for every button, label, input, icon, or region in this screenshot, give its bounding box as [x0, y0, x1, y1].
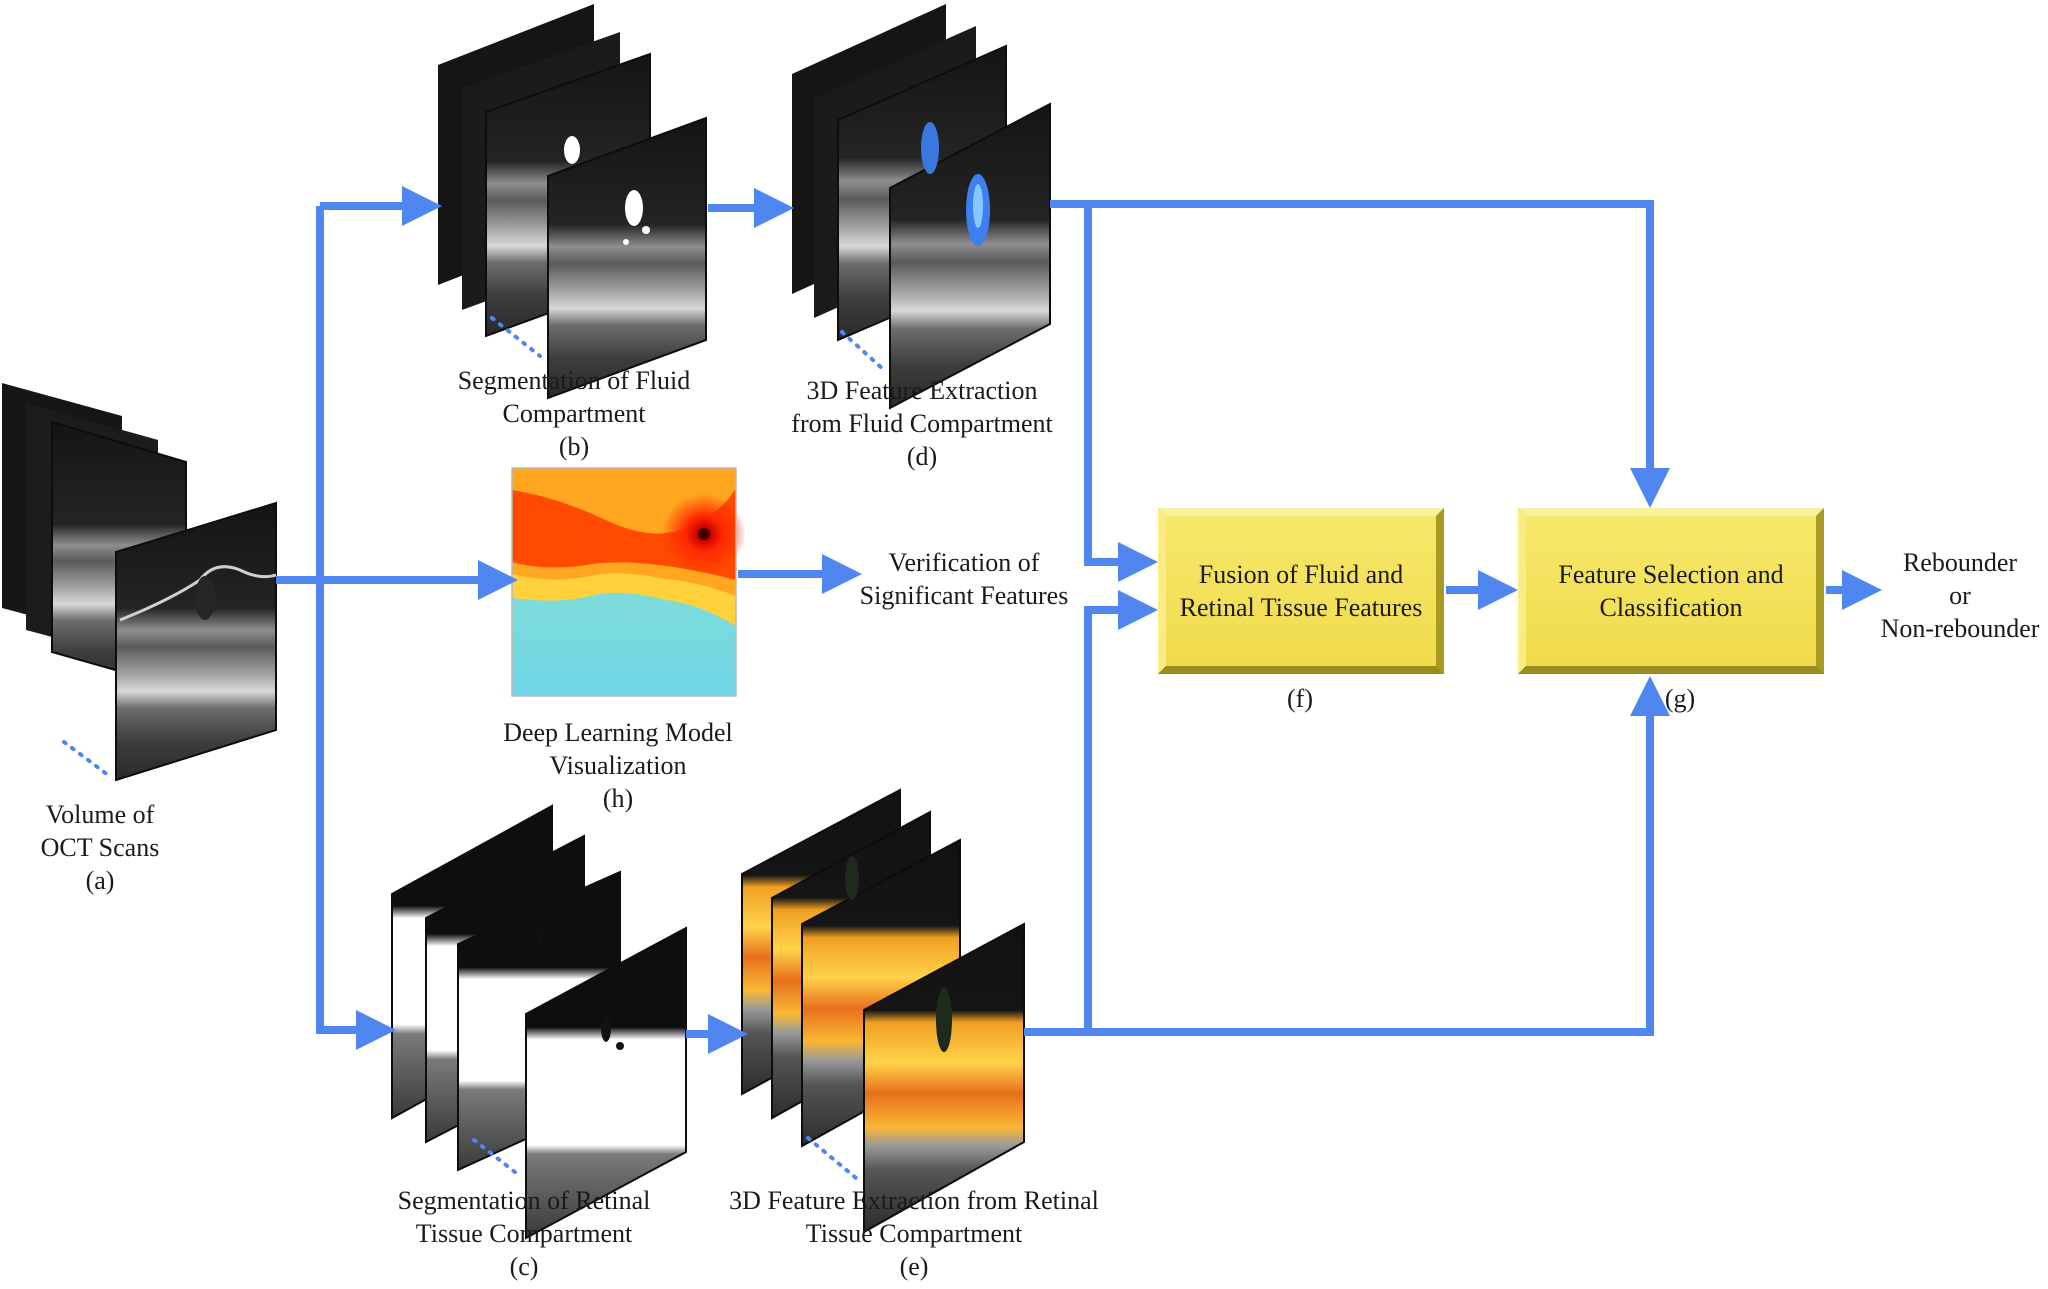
label-d-line1: 3D Feature Extraction — [806, 376, 1038, 405]
label-a-line1: Volume of — [45, 800, 155, 829]
oct-scan-stack-icon — [391, 804, 687, 1240]
label-g-tag: (g) — [1664, 684, 1696, 713]
fusion-box-label: Fusion of Fluid and Retinal Tissue Featu… — [1166, 516, 1436, 666]
label-a-line2: OCT Scans — [40, 833, 160, 862]
label-b-line2: Compartment — [502, 399, 646, 428]
label-e-tag: (e) — [899, 1252, 929, 1281]
label-e-line2: Tissue Compartment — [805, 1219, 1023, 1248]
oct-scan-stack-icon — [792, 4, 1051, 410]
output-label: Rebounder or Non-rebounder — [1881, 546, 2040, 645]
label-a: Volume of OCT Scans (a) — [41, 798, 160, 897]
label-f-tag: (f) — [1287, 684, 1313, 713]
label-b-tag: (b) — [558, 432, 590, 461]
label-c-tag: (c) — [509, 1252, 539, 1281]
output-line3: Non-rebounder — [1880, 614, 2040, 643]
label-c-line1: Segmentation of Retinal — [397, 1186, 651, 1215]
oct-scan-stack-icon — [438, 4, 707, 400]
oct-scan-stack-icon — [2, 383, 277, 782]
label-verify-line2: Significant Features — [859, 581, 1069, 610]
label-d: 3D Feature Extraction from Fluid Compart… — [791, 374, 1052, 473]
label-c: Segmentation of Retinal Tissue Compartme… — [398, 1184, 651, 1283]
label-verify: Verification of Significant Features — [860, 546, 1069, 612]
label-b: Segmentation of Fluid Compartment (b) — [458, 364, 691, 463]
label-b-line1: Segmentation of Fluid — [457, 366, 691, 395]
label-c-line2: Tissue Compartment — [415, 1219, 633, 1248]
label-h-tag: (h) — [602, 784, 634, 813]
fusion-box — [1158, 508, 1444, 674]
label-d-tag: (d) — [906, 442, 938, 471]
label-verify-line1: Verification of — [888, 548, 1040, 577]
label-h-line1: Deep Learning Model — [503, 718, 733, 747]
classification-box-line1: Feature Selection and — [1558, 560, 1784, 589]
fusion-box-line2: Retinal Tissue Features — [1179, 593, 1423, 622]
classification-box-line2: Classification — [1599, 593, 1743, 622]
output-line1: Rebounder — [1902, 548, 2018, 577]
label-a-tag: (a) — [85, 866, 115, 895]
label-h-line2: Visualization — [549, 751, 687, 780]
classification-box-label: Feature Selection and Classification — [1526, 516, 1816, 666]
label-d-line2: from Fluid Compartment — [791, 409, 1053, 438]
arrow-right-icon — [276, 186, 1882, 1054]
classification-box — [1518, 508, 1824, 674]
label-e: 3D Feature Extraction from Retinal Tissu… — [729, 1184, 1099, 1283]
fusion-box-line1: Fusion of Fluid and — [1198, 560, 1404, 589]
heatmap-icon — [511, 467, 746, 697]
oct-scan-stack-icon — [741, 788, 1025, 1234]
output-line2: or — [1949, 581, 1971, 610]
label-h: Deep Learning Model Visualization (h) — [503, 716, 733, 815]
label-e-line1: 3D Feature Extraction from Retinal — [729, 1186, 1099, 1215]
